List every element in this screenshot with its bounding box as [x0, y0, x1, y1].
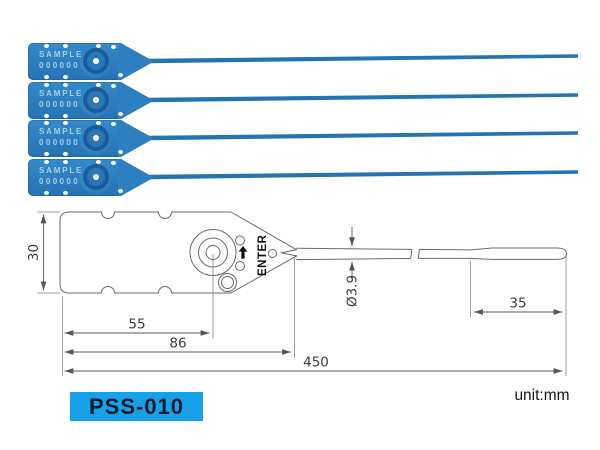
- seal-lock-pin: [92, 135, 99, 141]
- seal-label: SAMPLE: [39, 89, 84, 98]
- mold-hole: [44, 44, 49, 48]
- edge-notch: [158, 205, 172, 218]
- mold-hole: [111, 122, 116, 126]
- mold-hole: [96, 83, 101, 87]
- insert-arrow-icon: [238, 246, 248, 259]
- mold-hole: [63, 191, 68, 195]
- seal-label: SAMPLE: [39, 166, 84, 175]
- seal-lock-pin: [92, 174, 99, 180]
- seal-number: 000000: [39, 61, 81, 70]
- seal-strap: [148, 131, 578, 141]
- mold-hole: [118, 112, 123, 116]
- mold-hole: [44, 191, 49, 195]
- mold-hole: [111, 84, 116, 88]
- seal-number: 000000: [39, 100, 81, 109]
- seal-lock: [79, 44, 112, 78]
- seal-number: 000000: [39, 138, 81, 147]
- mold-hole: [44, 121, 49, 125]
- edge-notch: [101, 287, 115, 300]
- model-badge: PSS-010: [70, 392, 203, 421]
- edge-notch: [158, 287, 172, 300]
- seal-number: 000000: [39, 177, 81, 186]
- mold-hole: [96, 44, 101, 48]
- dim-to-lock-center: 55: [128, 317, 145, 333]
- dim-overall-length: 450: [303, 355, 329, 371]
- mold-hole: [96, 121, 101, 125]
- mold-hole: [44, 114, 49, 118]
- mold-hole: [111, 45, 116, 49]
- mold-hole: [63, 160, 68, 164]
- seal-lock-pin: [92, 97, 99, 103]
- seal-strap: [148, 54, 578, 64]
- seal-lock: [79, 160, 112, 194]
- seal-strap: [148, 93, 578, 103]
- drawing-strap: [296, 247, 567, 261]
- mold-hole: [63, 75, 68, 79]
- mold-hole: [44, 160, 49, 164]
- seal-photo-3: SAMPLE 000000: [0, 120, 600, 160]
- seal-lock: [79, 83, 112, 117]
- dimension-lines: [40, 214, 563, 374]
- dim-tail-length: 35: [509, 296, 526, 312]
- mold-hole: [118, 73, 123, 77]
- mold-hole: [63, 44, 68, 48]
- mold-hole: [63, 83, 68, 87]
- seal-photo-4: SAMPLE 000000: [0, 159, 600, 199]
- seal-photo-2: SAMPLE 000000: [0, 82, 600, 122]
- seal-photo-1: SAMPLE 000000: [0, 43, 600, 83]
- dim-strap-diameter: Ø3.9: [345, 275, 361, 307]
- mold-hole: [44, 83, 49, 87]
- extension-lines: [37, 211, 567, 376]
- mold-hole: [44, 75, 49, 79]
- dim-to-head-tip: 86: [169, 336, 186, 352]
- mold-hole: [96, 160, 101, 164]
- enter-label: ENTER: [257, 234, 269, 276]
- seal-strap: [148, 170, 578, 180]
- drawing-seal-body: [59, 205, 297, 300]
- mold-hole: [118, 189, 123, 193]
- unit-label: unit:mm: [514, 387, 569, 404]
- mold-hole: [63, 121, 68, 125]
- seal-lock-pin: [92, 58, 99, 64]
- model-badge-label: PSS-010: [88, 393, 185, 419]
- seal-lock: [79, 121, 112, 155]
- mold-hole: [44, 152, 49, 156]
- seal-lock-ring: [82, 125, 109, 151]
- dim-flag-height: 30: [26, 244, 42, 261]
- seal-label: SAMPLE: [39, 50, 84, 59]
- mold-hole: [63, 152, 68, 156]
- seal-label: SAMPLE: [39, 127, 84, 136]
- mold-hole: [118, 150, 123, 154]
- edge-notch: [101, 205, 115, 218]
- mold-hole: [63, 114, 68, 118]
- mold-hole: [111, 161, 116, 165]
